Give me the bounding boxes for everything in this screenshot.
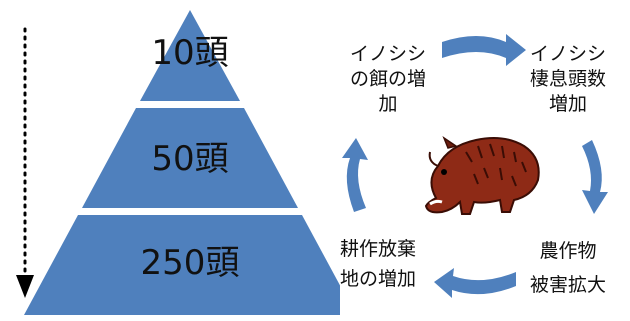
cycle-arrow-top xyxy=(442,34,526,66)
pyramid-tier-middle-label: 50頭 xyxy=(151,139,229,179)
cycle-arrow-right xyxy=(582,140,608,214)
boar-illustration xyxy=(424,136,540,215)
pyramid xyxy=(24,10,340,315)
pyramid-tier-top xyxy=(140,10,240,101)
cycle-step-population-increase: イノシシ 棲息頭数 増加 xyxy=(529,43,606,115)
pyramid-tier-top-label: 10頭 xyxy=(151,33,229,73)
cycle-step-abandoned-farmland: 耕作放棄 地の増加 xyxy=(339,238,416,290)
pyramid-tier-middle xyxy=(82,108,298,208)
cycle-step-crop-damage: 農作物 被害拡大 xyxy=(529,240,606,296)
dotted-down-arrow-icon xyxy=(16,27,34,298)
pyramid-tier-bottom-label: 250頭 xyxy=(140,243,240,283)
pyramid-tier-bottom xyxy=(24,215,340,315)
cycle-arrow-left xyxy=(342,138,368,212)
cycle-arrow-bottom xyxy=(434,268,516,298)
cycle-step-food-increase: イノシシ の餌の増 加 xyxy=(349,43,426,115)
cycle-arrows xyxy=(342,34,608,298)
